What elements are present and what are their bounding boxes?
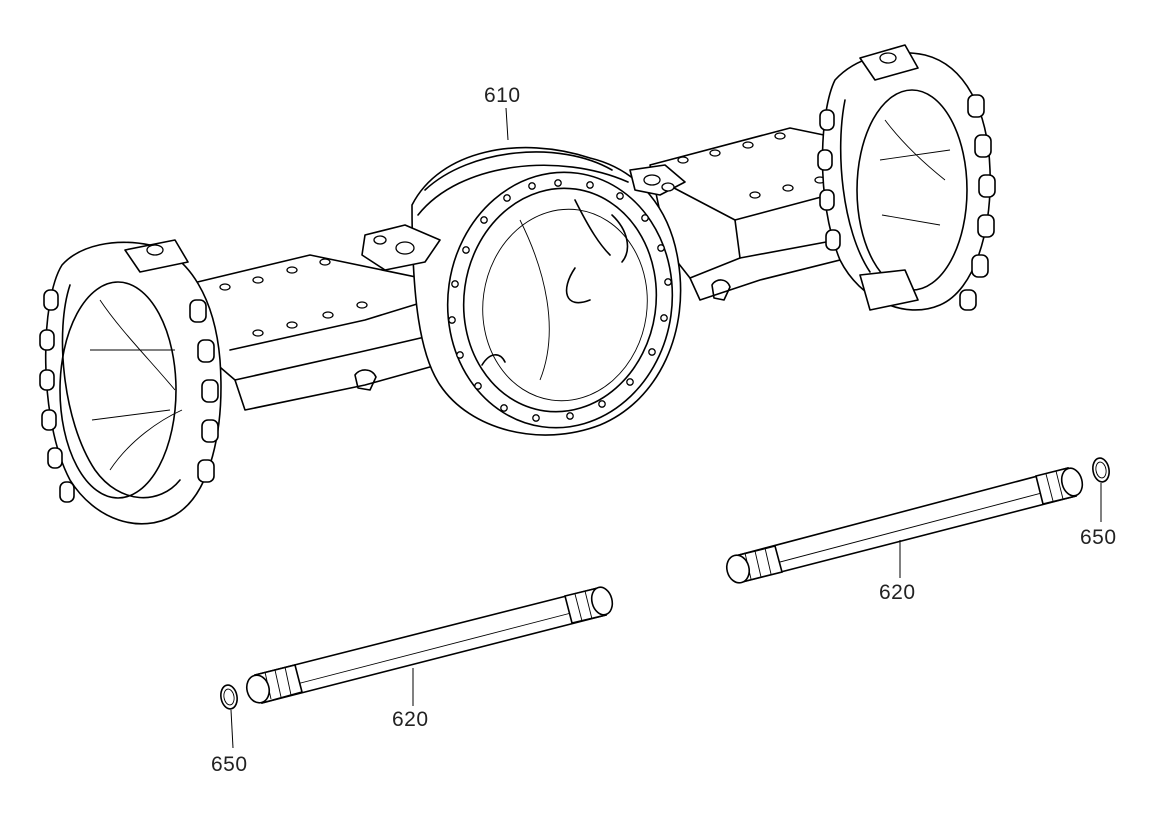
axle-shaft-left — [245, 586, 614, 704]
callout-620-shaft-right: 620 — [879, 581, 916, 604]
axle-shaft-right — [725, 467, 1084, 584]
callout-610-housing: 610 — [484, 84, 521, 107]
ring-left — [220, 684, 238, 710]
banjo-flange — [446, 171, 674, 429]
callout-620-shaft-left: 620 — [392, 708, 429, 731]
axle-housing — [39, 44, 996, 525]
flange-bolt-holes — [448, 179, 672, 422]
left-hub-flange — [39, 239, 222, 525]
callout-650-ring-left: 650 — [211, 753, 248, 776]
ring-right — [1092, 457, 1110, 483]
leader-lines — [230, 107, 1102, 749]
left-pad-holes — [219, 258, 368, 337]
callout-650-ring-right: 650 — [1080, 526, 1117, 549]
right-hub-flange — [817, 44, 996, 311]
